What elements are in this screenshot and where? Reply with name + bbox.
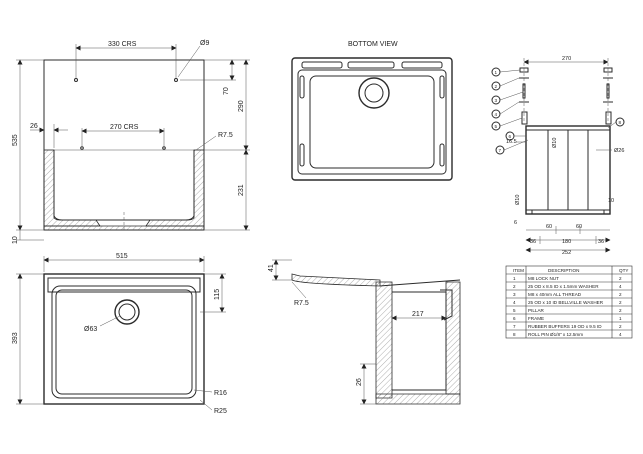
frame-dim-252: 252 xyxy=(562,250,571,256)
parts-table-cell: 25 OD x 8.5 ID x 1.5mm WASHER xyxy=(528,284,599,289)
plan-outline xyxy=(43,273,205,405)
parts-table-cell: M8 LOCK NUT xyxy=(528,276,559,281)
frame-dim-dia26: Ø26 xyxy=(614,148,624,154)
dim-535: 535 xyxy=(12,134,19,146)
callout-3: 3 xyxy=(495,98,498,103)
dim-26-left: 26 xyxy=(30,123,38,130)
parts-table-cell: 4 xyxy=(513,300,516,305)
dim-r-7-5-side: R7.5 xyxy=(294,300,309,307)
parts-table-cell: ROLL PIN Ø1/8" x 12.5mm xyxy=(528,332,583,337)
parts-table-cell: 2 xyxy=(619,300,622,305)
fixing-hole-right xyxy=(174,78,178,82)
dim-r-7-5-top: R7.5 xyxy=(218,132,233,139)
fixing-hole-left xyxy=(74,78,78,82)
dim-270-crs: 270 CRS xyxy=(110,124,139,131)
bottom-drain-inner xyxy=(364,83,384,103)
parts-table-cell: RUBBER BUFFERS 19 OD x 9.5 ID xyxy=(528,324,602,329)
bottom-view-title: BOTTOM VIEW xyxy=(348,41,398,48)
callout-6: 6 xyxy=(509,134,512,139)
callout-2: 2 xyxy=(495,84,498,89)
bottom-outline xyxy=(291,57,453,181)
frame-dim-6: 6 xyxy=(514,220,517,226)
parts-table: ITEM DESCRIPTION QTY 1 M8 LOCK NUT 2 2 25 OD x … xyxy=(505,265,633,339)
parts-table-cell: 3 xyxy=(513,292,516,297)
dim-dia-63: Ø63 xyxy=(84,326,97,333)
right-wall-section xyxy=(145,149,205,227)
side-back-wall xyxy=(445,281,461,395)
bottom-drain-outer xyxy=(358,77,390,109)
front-outline xyxy=(43,59,205,231)
parts-table-cell: 1 xyxy=(619,316,622,321)
frame-dim-dia10-b: Ø10 xyxy=(515,195,521,205)
parts-table-cell: 1 xyxy=(513,276,516,281)
frame-dim-36-left: 36 xyxy=(530,239,536,245)
frame-dim-270: 270 xyxy=(562,56,571,62)
dim-26-side: 26 xyxy=(356,378,363,386)
dim-330-crs: 330 CRS xyxy=(108,41,137,48)
dim-dia-9: Ø9 xyxy=(200,40,209,47)
callout-7: 7 xyxy=(499,148,502,153)
side-lip-section xyxy=(291,273,381,287)
callout-8: 8 xyxy=(619,120,622,125)
front-section-view: 330 CRS Ø9 70 290 231 535 10 26 xyxy=(12,40,250,244)
plan-view: Ø63 515 115 393 R16 R25 xyxy=(12,253,227,415)
side-base-section xyxy=(375,393,461,405)
callout-5: 5 xyxy=(495,124,498,129)
parts-table-cell: M8 x 40mm ALL THREAD xyxy=(528,292,582,297)
callout-4: 4 xyxy=(495,112,498,117)
inner-hole-left xyxy=(80,146,84,150)
parts-table-cell: 25 OD x 10 ID BELLVILLE WASHER xyxy=(528,300,604,305)
parts-table-header: DESCRIPTION xyxy=(548,268,579,273)
parts-table-cell: 2 xyxy=(619,276,622,281)
parts-table-cell: 7 xyxy=(513,324,516,329)
side-front-wall xyxy=(375,281,393,399)
frame-dim-36-right: 36 xyxy=(598,239,604,245)
frame-dim-16-5: 16.5 xyxy=(506,139,517,145)
bottom-view: BOTTOM VIEW xyxy=(291,41,453,181)
dim-515: 515 xyxy=(116,253,128,260)
parts-table-cell: 4 xyxy=(619,284,622,289)
dim-231: 231 xyxy=(238,184,245,196)
dim-r-25: R25 xyxy=(214,408,227,415)
frame-dim-180: 180 xyxy=(562,239,571,245)
parts-table-cell: 2 xyxy=(619,324,622,329)
parts-table-header: ITEM xyxy=(513,268,524,273)
parts-table-cell: PILLAR xyxy=(528,308,545,313)
dim-217: 217 xyxy=(412,311,424,318)
parts-table-cell: 6 xyxy=(513,316,516,321)
dim-10: 10 xyxy=(12,236,19,244)
dim-41: 41 xyxy=(268,264,275,272)
frame-dim-60-b: 60 xyxy=(576,224,582,230)
parts-table-cell: 4 xyxy=(619,332,622,337)
side-section-view: 41 R7.5 217 26 xyxy=(268,259,461,405)
dim-70: 70 xyxy=(223,87,230,95)
parts-table-cell: 2 xyxy=(619,292,622,297)
dim-r-16: R16 xyxy=(214,390,227,397)
parts-table-cell: 2 xyxy=(619,308,622,313)
plan-drain-outer xyxy=(114,299,140,325)
frame-assembly: 270 1 2 3 4 5 xyxy=(491,56,625,256)
plan-drain-inner xyxy=(118,303,136,321)
frame-dim-dia10-a: Ø10 xyxy=(552,138,558,148)
frame-dim-60-a: 60 xyxy=(546,224,552,230)
frame-dim-10: 10 xyxy=(608,198,614,204)
parts-table-cell: FRAME xyxy=(528,316,544,321)
parts-table-header: QTY xyxy=(619,268,628,273)
parts-table-cell: 2 xyxy=(513,284,516,289)
parts-table-cell: 8 xyxy=(513,332,516,337)
dim-290: 290 xyxy=(238,100,245,112)
dim-115: 115 xyxy=(214,289,221,300)
callout-1: 1 xyxy=(495,70,498,75)
parts-table-border xyxy=(505,265,633,339)
dim-393: 393 xyxy=(12,332,19,344)
callouts: 1 2 3 4 5 6 7 8 xyxy=(491,67,625,155)
inner-hole-right xyxy=(162,146,166,150)
left-wall-section xyxy=(43,149,101,227)
parts-table-cell: 5 xyxy=(513,308,516,313)
